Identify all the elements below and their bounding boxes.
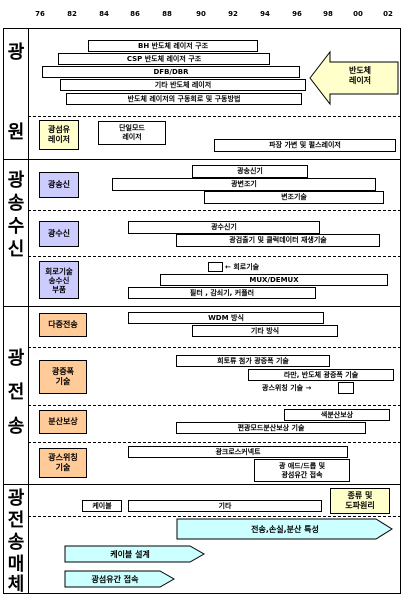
optical-switch-tech-text: 광스위칭 기술 bbox=[262, 384, 304, 392]
timeline-bar: 라만, 반도체 광증폭 기술 bbox=[248, 369, 394, 381]
year-86: 86 bbox=[130, 10, 140, 18]
timeline-bar: DFB/DBR bbox=[42, 66, 300, 78]
year-98: 98 bbox=[323, 10, 333, 18]
timeline-bar: 광송신기 bbox=[192, 165, 308, 178]
right-arrow-bar bbox=[64, 545, 206, 563]
right-arrow-bar bbox=[176, 518, 393, 540]
section-separator bbox=[3, 484, 401, 485]
timeline-bar: 기타 방식 bbox=[192, 325, 338, 337]
cyan-bar-label: 케이블 설계 bbox=[110, 550, 150, 559]
year-92: 92 bbox=[228, 10, 238, 18]
circuit-marker-box bbox=[208, 262, 223, 272]
year-02: 02 bbox=[383, 10, 393, 18]
timeline-bar: 기타 bbox=[128, 500, 322, 512]
sub-separator bbox=[28, 347, 401, 348]
year-82: 82 bbox=[67, 10, 77, 18]
circuit-parts-label: 회로기술 송수신 부품 bbox=[39, 261, 79, 299]
timeline-bar: 기타 반도체 레이저 bbox=[60, 79, 306, 91]
timeline-bar: 케이블 bbox=[82, 500, 122, 512]
timeline-bar: BH 반도체 레이저 구조 bbox=[88, 40, 258, 52]
circuit-tech-text: 회로기술 bbox=[233, 263, 260, 271]
sub-separator bbox=[28, 256, 401, 257]
section-title-tx-1: 광 bbox=[7, 170, 25, 191]
section-title-media-1: 광 bbox=[7, 488, 25, 509]
year-88: 88 bbox=[162, 10, 172, 18]
cyan-bar-label: 전송,손실,분산 특성 bbox=[251, 525, 319, 534]
column-divider bbox=[28, 28, 29, 594]
multiplex-label: 다중전송 bbox=[39, 313, 87, 337]
timeline-bar: 광변조기 bbox=[112, 178, 376, 191]
sub-separator bbox=[28, 116, 401, 117]
single-mode-laser-bar: 단일모드 레이저 bbox=[98, 121, 166, 145]
diagram-frame bbox=[3, 28, 401, 594]
kinds-label: 종류 및 도파원리 bbox=[330, 488, 390, 514]
optical-switch-marker-box bbox=[338, 382, 354, 394]
section-title-tx-4: 신 bbox=[7, 239, 25, 260]
dispersion-label: 분산보상 bbox=[39, 410, 87, 434]
section-title-trans-3: 송 bbox=[7, 416, 25, 437]
timeline-bar: 필터 , 감쇠기, 커플러 bbox=[128, 287, 316, 299]
fiber-laser-label: 광섬유 레이저 bbox=[39, 120, 79, 150]
section-separator bbox=[3, 306, 401, 307]
timeline-bar: CSP 반도체 레이저 구조 bbox=[58, 53, 270, 65]
cyan-bar-label: 광섬유간 접속 bbox=[91, 575, 139, 584]
year-94: 94 bbox=[260, 10, 270, 18]
right-arrow-bar bbox=[64, 570, 176, 588]
year-90: 90 bbox=[196, 10, 206, 18]
timeline-bar: 색분산보상 bbox=[284, 409, 390, 421]
left-arrow-shape bbox=[309, 50, 399, 106]
sub-separator bbox=[28, 405, 401, 406]
section-title-media-5: 체 bbox=[7, 574, 25, 595]
section-title-gwangwon-2: 원 bbox=[7, 122, 25, 143]
section-title-media-4: 매 bbox=[7, 554, 25, 575]
timeline-bar: MUX/DEMUX bbox=[160, 274, 388, 286]
timeline-bar: 변조기술 bbox=[204, 191, 384, 204]
timeline-bar: 반도체 레이저의 구동회로 및 구동방법 bbox=[66, 93, 302, 105]
semiconductor-laser-label: 반도체 레이저 bbox=[348, 66, 372, 85]
timeline-bar: 광수신기 bbox=[128, 221, 320, 234]
tx-label: 광송신 bbox=[39, 172, 79, 198]
section-title-trans-2: 전 bbox=[7, 382, 25, 403]
section-title-tx-3: 수 bbox=[7, 216, 25, 237]
year-00: 00 bbox=[353, 10, 363, 18]
circuit-tech-arrow-label: ← 회로기술 bbox=[225, 263, 260, 271]
switching-label: 광스위칭 기술 bbox=[39, 448, 87, 478]
section-title-media-3: 송 bbox=[7, 532, 25, 553]
section-title-media-2: 전 bbox=[7, 510, 25, 531]
sub-separator bbox=[28, 516, 401, 517]
optical-switch-arrow-label: 광스위칭 기술 → bbox=[262, 384, 312, 392]
timeline-bar: 희토류 첨가 광증폭 기술 bbox=[176, 355, 330, 367]
rx-label: 광수신 bbox=[39, 221, 79, 247]
section-separator bbox=[3, 159, 401, 160]
year-84: 84 bbox=[99, 10, 109, 18]
section-title-gwangwon-1: 광 bbox=[7, 42, 25, 63]
timeline-bar: WDM 방식 bbox=[128, 312, 324, 324]
timeline-bar: 광 애드/드롭 및 광섬유간 접속 bbox=[254, 459, 350, 482]
timeline-bar: 광크로스커넥트 bbox=[128, 446, 348, 458]
timeline-bar: 광검출기 및 클럭데이터 재생기술 bbox=[176, 234, 380, 247]
timeline-bar: 편광모드분산보상 기술 bbox=[176, 422, 366, 434]
sub-separator bbox=[28, 442, 401, 443]
year-76: 76 bbox=[35, 10, 45, 18]
section-title-trans-1: 광 bbox=[7, 348, 25, 369]
timeline-bar: 파장 가변 및 펄스레이저 bbox=[214, 139, 396, 152]
amp-label: 광증폭 기술 bbox=[39, 360, 87, 394]
year-96: 96 bbox=[292, 10, 302, 18]
sub-separator bbox=[28, 210, 401, 211]
section-title-tx-2: 송 bbox=[7, 193, 25, 214]
